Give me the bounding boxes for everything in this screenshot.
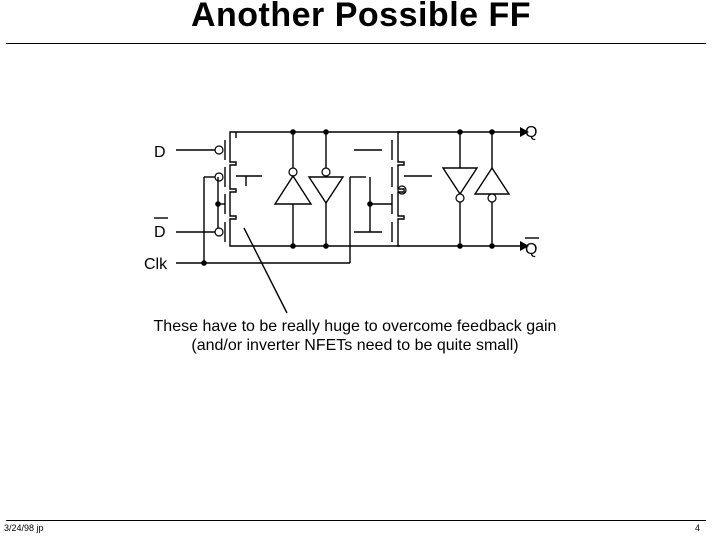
stack2-channel [397,131,405,247]
inv3-bubble [455,193,465,203]
footer-rule [6,520,706,521]
clk-pfet-bubble [214,172,224,182]
output-label-q: Q [525,124,537,141]
page-number: 4 [694,523,700,533]
stage2-pfet-bubble [397,185,407,195]
q-output-arrow [520,127,529,137]
inv2-down-triangle [307,176,345,205]
inv4-bubble [487,193,497,203]
inv4-up-triangle [473,166,511,195]
stack1-channel [229,131,237,247]
annotation-text: These have to be really huge to overcome… [153,318,557,354]
input-label-d: D [154,144,166,161]
inv2-bubble [321,167,331,177]
input-label-d-bar: D [154,224,166,241]
d-bar-pfet-bubble [214,227,224,237]
footer-date-author: 3/24/98 jp [4,523,44,533]
output-label-q-bar: Q [525,241,537,258]
inv1-up-triangle [273,174,313,205]
title-underline [6,43,706,44]
annotation-pointer [243,227,288,314]
input-label-clk: Clk [144,256,168,273]
slide-title: Another Possible FF [190,0,532,34]
d-pfet-bubble [214,145,224,155]
inv3-down-triangle [441,167,479,196]
q-bar-output-arrow [520,241,529,251]
